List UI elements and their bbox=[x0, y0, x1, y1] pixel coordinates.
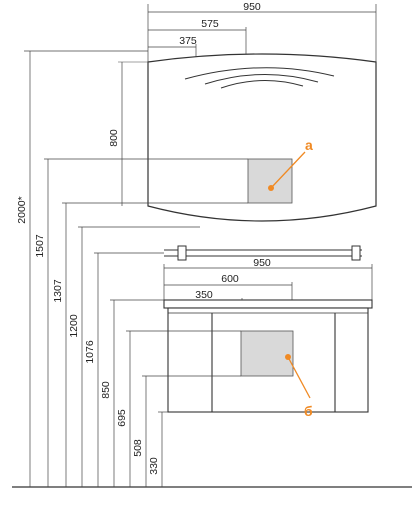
dim-1307-label: 1307 bbox=[52, 279, 64, 303]
dim-330-label: 330 bbox=[148, 457, 160, 475]
vertical-dimension-lines bbox=[24, 50, 248, 487]
mirror-lamp-arcs bbox=[184, 67, 335, 89]
dim-850-label: 850 bbox=[100, 381, 112, 399]
cabinet-offset-350-label: 350 bbox=[195, 289, 213, 301]
dim-2000-label: 2000* bbox=[16, 196, 28, 223]
mirror-offset-375-label: 375 bbox=[179, 35, 197, 47]
dim-1076-label: 1076 bbox=[84, 340, 96, 364]
mirror-height-label: 800 bbox=[108, 129, 120, 147]
dim-508-label: 508 bbox=[132, 439, 144, 457]
cabinet-offset-600-label: 600 bbox=[221, 273, 239, 285]
callout-a-leader bbox=[270, 151, 306, 189]
glass-shelf bbox=[164, 245, 362, 261]
mirror-cabinet-panel bbox=[247, 158, 293, 204]
callout-b-dot bbox=[285, 354, 291, 360]
callout-b-label: б bbox=[304, 403, 313, 419]
callout-a-dot bbox=[268, 185, 274, 191]
mirror-offset-575-label: 575 bbox=[201, 18, 219, 30]
cabinet-basin-panel bbox=[240, 330, 294, 377]
mirror-width-label: 950 bbox=[243, 1, 261, 13]
dim-1507-label: 1507 bbox=[34, 234, 46, 258]
mirror-outline bbox=[147, 53, 377, 222]
cabinet-width-label: 950 bbox=[253, 257, 271, 269]
callout-a-label: а bbox=[305, 137, 313, 153]
dim-1200-label: 1200 bbox=[68, 314, 80, 338]
mirror-top-dimensions bbox=[147, 4, 377, 160]
callout-b-leader bbox=[287, 356, 311, 399]
dim-695-label: 695 bbox=[116, 409, 128, 427]
